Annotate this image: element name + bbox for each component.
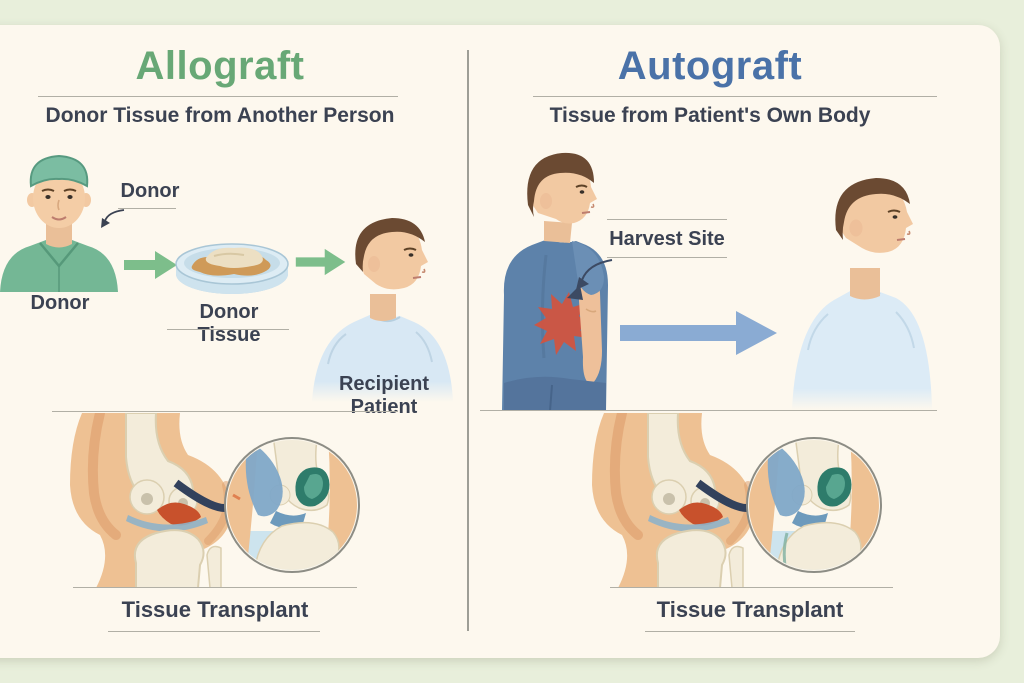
transplant-label-overline <box>610 587 893 588</box>
autograft-section-divider <box>480 410 937 411</box>
recipient-label: Recipient Patient <box>338 373 430 418</box>
transplant-label-underline <box>645 631 855 632</box>
donor-callout-arrow-icon <box>101 209 125 228</box>
harvest-site-underline <box>607 257 727 258</box>
patient-front-figure-illustration <box>786 178 934 410</box>
tissue-transplant-label: Tissue Transplant <box>656 597 844 622</box>
tissue-transplant-label: Tissue Transplant <box>121 597 309 622</box>
flow-arrow-right-icon <box>295 248 346 276</box>
knee-transplant-illustration <box>592 413 882 588</box>
petri-dish-icon <box>175 243 289 294</box>
harvest-site-overline <box>607 219 727 220</box>
harvest-site-callout-arrow-icon <box>576 259 613 290</box>
allograft-title-underline <box>38 96 398 97</box>
recipient-figure-illustration <box>298 218 463 402</box>
donor-figure-label: Donor <box>30 292 90 314</box>
transplant-label-underline <box>108 631 320 632</box>
autograft-title: Autograft <box>617 44 803 88</box>
donor-callout-underline <box>118 208 176 209</box>
allograft-section-divider <box>52 411 398 412</box>
knee-transplant-illustration <box>70 413 360 588</box>
harvest-site-label: Harvest Site <box>609 228 725 250</box>
autograft-subtitle: Tissue from Patient's Own Body <box>549 104 871 127</box>
donor-figure-illustration <box>0 154 118 292</box>
autograft-title-underline <box>533 96 937 97</box>
donor-tissue-underline <box>167 329 289 330</box>
allograft-subtitle: Donor Tissue from Another Person <box>45 104 395 127</box>
allograft-title: Allograft <box>135 44 305 88</box>
transfer-arrow-right-icon <box>620 311 777 355</box>
panel-divider <box>467 50 469 631</box>
donor-callout-label: Donor <box>120 180 180 202</box>
transplant-label-overline <box>73 587 357 588</box>
flow-arrow-right-icon <box>124 251 177 279</box>
patient-back-figure-illustration <box>502 152 608 411</box>
